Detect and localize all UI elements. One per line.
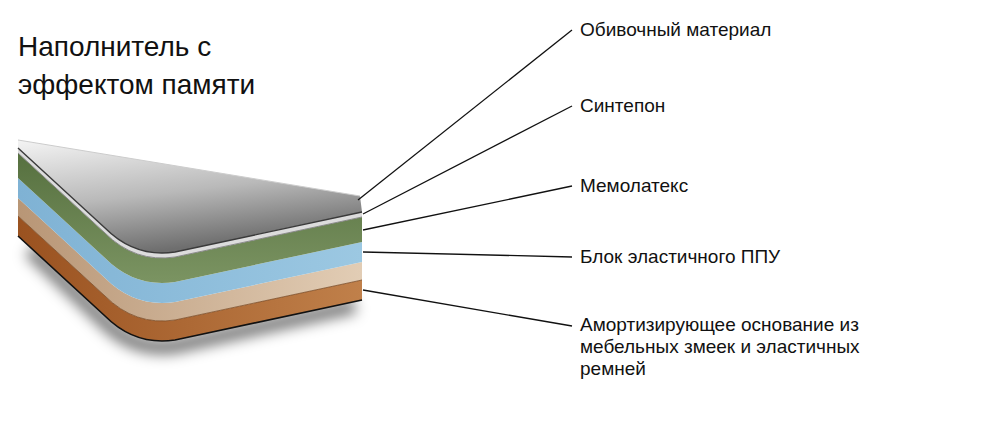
leader-line <box>363 186 572 230</box>
leader-line <box>363 252 572 257</box>
leader-line <box>358 30 572 200</box>
layer-label: Обивочный материал <box>580 19 771 41</box>
leader-line <box>363 106 572 214</box>
layer-label: Синтепон <box>580 95 665 117</box>
layer-label: Блок эластичного ППУ <box>580 246 780 268</box>
edge-line <box>18 140 360 196</box>
layer-label: Мемолатекс <box>580 175 688 197</box>
diagram-title: Наполнитель с эффектом памяти <box>18 28 328 104</box>
edge-line <box>18 236 362 341</box>
edge-line <box>18 216 362 321</box>
edge-line <box>18 153 362 258</box>
upholstery-top <box>18 140 362 253</box>
leader-line <box>363 290 572 326</box>
layer-label: Амортизирующее основание из мебельных зм… <box>580 314 930 380</box>
